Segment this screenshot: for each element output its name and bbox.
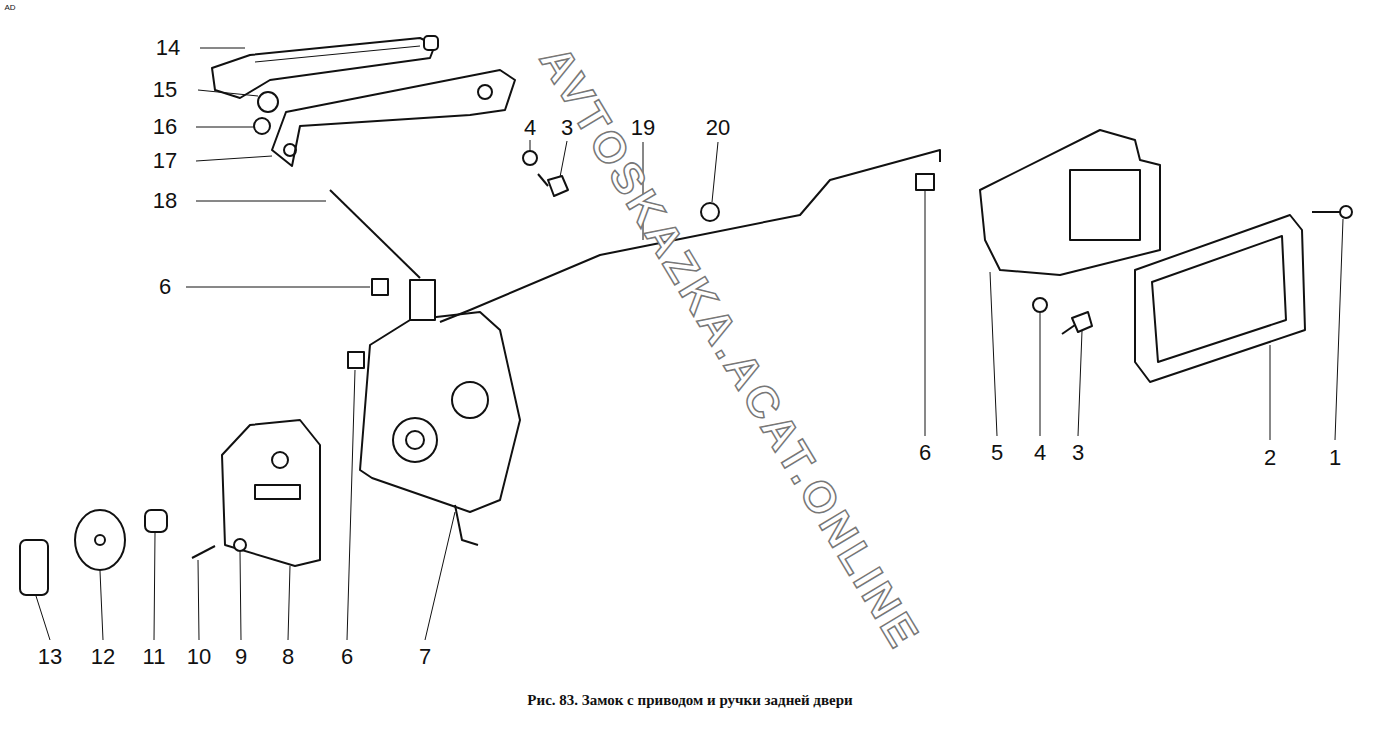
callout-number: 1 bbox=[1329, 447, 1341, 469]
callout-number: 16 bbox=[153, 116, 177, 138]
callout-number: 3 bbox=[1072, 442, 1084, 464]
callout-number: 4 bbox=[524, 117, 536, 139]
callout-number: 2 bbox=[1264, 447, 1276, 469]
callout-number: 19 bbox=[631, 117, 655, 139]
callout-number: 4 bbox=[1034, 442, 1046, 464]
callout-number: 6 bbox=[159, 276, 171, 298]
callout-number: 7 bbox=[419, 646, 431, 668]
callout-number: 10 bbox=[187, 646, 211, 668]
corner-mark: AD bbox=[4, 4, 15, 12]
figure-caption: Рис. 83. Замок с приводом и ручки задней… bbox=[527, 692, 852, 709]
callout-number: 11 bbox=[143, 646, 166, 668]
callout-number: 15 bbox=[153, 79, 177, 101]
callout-number: 14 bbox=[156, 37, 180, 59]
callout-number: 8 bbox=[282, 646, 294, 668]
callout-number: 13 bbox=[38, 646, 62, 668]
callout-number: 12 bbox=[91, 646, 115, 668]
callout-number: 18 bbox=[153, 190, 177, 212]
callout-number: 6 bbox=[341, 646, 353, 668]
callout-number: 5 bbox=[991, 442, 1003, 464]
callout-number: 17 bbox=[153, 150, 177, 172]
callout-number: 20 bbox=[706, 117, 730, 139]
callout-number: 9 bbox=[235, 646, 247, 668]
callout-number: 6 bbox=[919, 442, 931, 464]
